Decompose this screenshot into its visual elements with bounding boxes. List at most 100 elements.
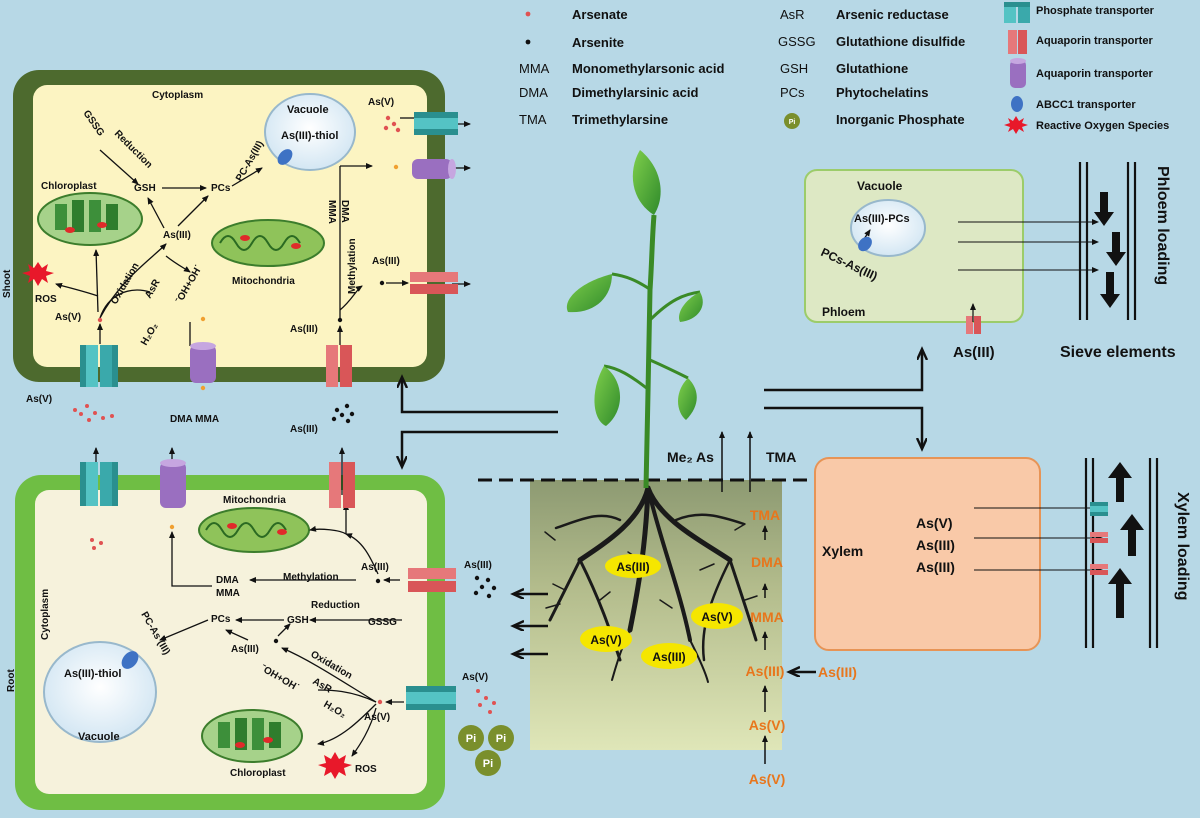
phloem-down-arrows (1094, 192, 1126, 308)
legend-aquaporin-purple: Aquaporin transporter (1036, 68, 1153, 80)
phosphate-transporter-icon (1004, 2, 1030, 23)
shoot-side-label: Shoot (2, 269, 13, 298)
soil-and-plant: As(III) As(V) As(V) As(III) Me₂ As TMA (402, 150, 922, 787)
xylem-cell: Xylem As(V) As(III) As(III) (814, 457, 1191, 651)
legend-gsh-abbr: GSH (780, 61, 808, 76)
plant-shoot (566, 150, 703, 489)
shoot-vacuole-content: As(III)-thiol (281, 130, 338, 142)
shoot-as3-right: As(III) (372, 256, 400, 267)
root-reduction: Reduction (311, 600, 360, 611)
root-mitochondria-label: Mitochondria (223, 495, 286, 506)
shoot-aquaporin-purple-bottom (190, 342, 216, 383)
root-pcs: PCs (211, 614, 231, 625)
root-vacuole (43, 641, 157, 743)
legend-ros: Reactive Oxygen Species (1036, 120, 1169, 132)
root-gssg: GSSG (368, 617, 397, 628)
shoot-mitochondria (211, 219, 325, 267)
phloem-aquaporin (966, 316, 981, 334)
legend: Arsenate Arsenite MMA Monomethylarsonic … (519, 2, 1169, 134)
shoot-cell: Shoot Cytoplasm Vacuole As(III)-thiol Ch… (2, 70, 471, 435)
shoot-pcs: PCs (211, 183, 231, 194)
root-vacuole-content: As(III)-thiol (64, 668, 121, 680)
abcc1-transporter-icon (277, 149, 293, 165)
pi-icon (458, 725, 484, 751)
shoot-phosphate-transporter-top (414, 112, 458, 135)
xylem-box (814, 457, 1041, 651)
legend-tma-abbr: TMA (519, 112, 547, 127)
abcc1-transporter-icon (121, 651, 139, 669)
shoot-aquaporin-purple-right (412, 159, 456, 179)
root-pi-1: Pi (466, 733, 476, 745)
xylem-aquaporin-2 (1090, 564, 1108, 575)
root-side-label: Root (6, 669, 17, 692)
ros-star-icon (318, 752, 352, 779)
legend-aquaporin-red: Aquaporin transporter (1036, 35, 1153, 47)
shoot-arrows (55, 117, 471, 346)
chain-as5-lower: As(V) (749, 771, 786, 787)
xylem-as5: As(V) (916, 515, 953, 531)
legend-asr-abbr: AsR (780, 7, 805, 22)
root-dma: DMA (216, 575, 239, 586)
leaf-icon (678, 378, 697, 420)
arsenate-dot-icon (525, 11, 531, 17)
legend-gssg-abbr: GSSG (778, 34, 816, 49)
root-as3-outside: As(III) (464, 560, 492, 571)
aquaporin-purple-icon (1010, 58, 1026, 88)
root-arsenite-dots (273, 575, 497, 644)
xylem-arrows (974, 505, 1103, 573)
root-ros: ROS (355, 764, 377, 775)
legend-abcc1: ABCC1 transporter (1036, 99, 1136, 111)
phloem-cell: Vacuole As(III)-PCs PCs-As(III) Phloem A… (804, 162, 1176, 361)
shoot-chloroplast (37, 192, 143, 246)
legend-pcs: Phytochelatins (836, 85, 928, 100)
shoot-arsenite-dots (331, 280, 385, 424)
legend-mma: Monomethylarsonic acid (572, 61, 724, 76)
xylem-up-arrows (1108, 462, 1144, 618)
root-orange-dots (169, 524, 175, 530)
legend-phosphate-transporter: Phosphate transporter (1036, 5, 1155, 17)
shoot-arsenate-dots (73, 115, 401, 422)
abcc1-transporter-icon (1011, 96, 1023, 112)
shoot-mma-label: MMA (326, 200, 337, 224)
arsenite-dot-icon (525, 39, 531, 45)
chain-as5-upper: As(V) (749, 717, 786, 733)
leaf-icon (632, 150, 661, 215)
chain-mma: MMA (750, 609, 783, 625)
phloem-arrows (958, 219, 1099, 273)
plant-tma-top: TMA (766, 449, 796, 465)
root-arsenate-dots (90, 538, 496, 714)
phloem-loading: Phloem loading (1154, 166, 1171, 285)
chain-as3: As(III) (746, 663, 785, 679)
shoot-aquaporin-red-right (410, 272, 458, 294)
leaf-icon (566, 274, 612, 313)
sieve-elements: Sieve elements (1060, 344, 1176, 361)
root-cytoplasm-label: Cytoplasm (40, 589, 51, 640)
leaf-icon (594, 366, 621, 426)
shoot-dma-mma-outside: DMA MMA (170, 414, 219, 425)
root-species-ovals: As(III) As(V) As(V) As(III) (580, 554, 743, 669)
shoot-as5-inner: As(V) (55, 312, 81, 323)
leaf-icon (678, 292, 703, 322)
root-as3-center: As(III) (231, 644, 259, 655)
root-oval-1: As(III) (616, 560, 649, 574)
xylem-as3-2: As(III) (916, 559, 955, 575)
legend-arsenite: Arsenite (572, 35, 624, 50)
legend-gssg: Glutathione disulfide (836, 34, 965, 49)
shoot-as3-outside: As(III) (290, 424, 318, 435)
shoot-aquaporin-red-bottom (326, 345, 352, 387)
as3-input: As(III) (818, 664, 857, 680)
chain-tma: TMA (750, 507, 780, 523)
xylem-as3-1: As(III) (916, 537, 955, 553)
uptake-arrows (514, 594, 548, 654)
phloem-as3: As(III) (953, 344, 995, 361)
shoot-as3-bottom: As(III) (290, 324, 318, 335)
root-methylation: Methylation (283, 572, 339, 583)
root-aquaporin-red-top (329, 462, 355, 508)
pi-icon (475, 750, 501, 776)
shoot-gsh: GSH (134, 183, 156, 194)
chain-dma: DMA (751, 554, 783, 570)
xylem-phosphate-transporter (1090, 502, 1108, 516)
shoot-dma-label: DMA (339, 200, 350, 223)
root-oval-3: As(V) (701, 610, 732, 624)
shoot-as3-center: As(III) (163, 230, 191, 241)
